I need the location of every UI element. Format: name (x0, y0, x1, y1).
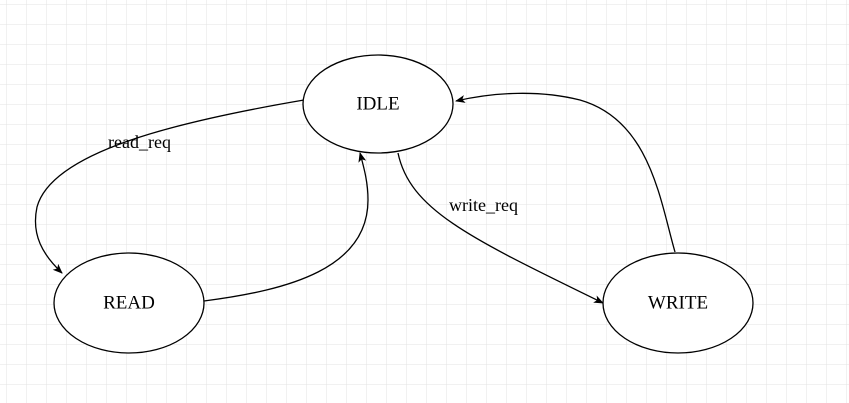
state-read[interactable]: READ (53, 252, 205, 354)
state-idle-label: IDLE (356, 94, 399, 115)
state-idle-shape (302, 54, 454, 154)
edge-label-read-req: read_req (108, 132, 171, 152)
state-read-shape (53, 252, 205, 354)
state-write[interactable]: WRITE (602, 252, 754, 354)
state-write-shape (602, 252, 754, 354)
edge-label-write-req: write_req (449, 195, 518, 215)
edge-idle-to-read[interactable] (34, 99, 305, 274)
edge-idle-to-write[interactable] (397, 152, 604, 304)
edge-read-to-idle[interactable] (203, 152, 369, 302)
state-write-label: WRITE (648, 293, 708, 314)
state-read-label: READ (103, 293, 155, 314)
edge-write-to-idle[interactable] (455, 92, 676, 253)
state-idle[interactable]: IDLE (302, 54, 454, 154)
